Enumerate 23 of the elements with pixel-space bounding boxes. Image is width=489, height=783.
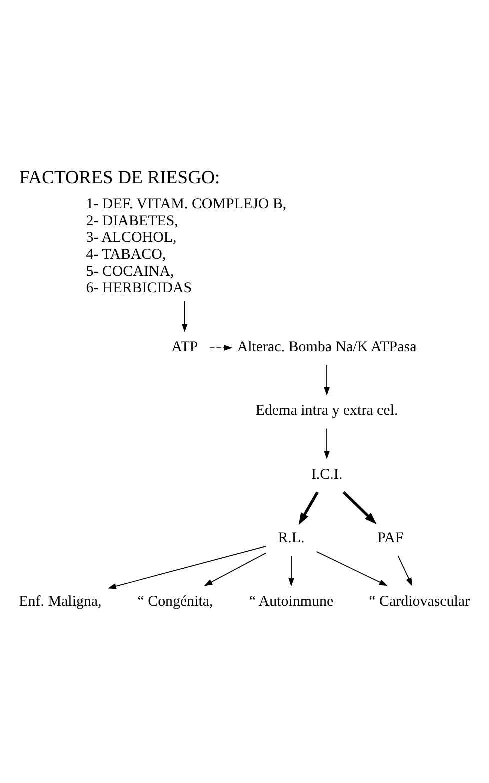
arrow <box>324 364 330 396</box>
node-text: PAF <box>378 530 404 546</box>
node-text: “ Autoinmune <box>249 593 334 610</box>
arrow <box>316 551 388 586</box>
node-text: R.L. <box>278 530 305 546</box>
node-text: “ Congénita, <box>138 593 214 610</box>
arrow <box>342 490 377 524</box>
arrow <box>288 555 294 586</box>
node-text: Edema intra y extra cel. <box>256 402 398 419</box>
node-text: Alterac. Bomba Na/K ATPasa <box>237 339 417 356</box>
arrow <box>204 552 267 586</box>
arrow <box>398 555 413 586</box>
node-text: “ Cardiovascular <box>369 593 470 610</box>
node-text: Enf. Maligna, <box>19 593 102 610</box>
arrow <box>108 546 267 589</box>
node-text: ATP <box>172 339 198 356</box>
arrow <box>324 428 330 459</box>
arrow <box>182 300 188 332</box>
node-text: I.C.I. <box>311 466 343 482</box>
arrow <box>298 491 319 525</box>
diagram-title: FACTORES DE RIESGO: <box>20 166 220 188</box>
node-text: 1- DEF. VITAM. COMPLEJO B, 2- DIABETES, 3- ALCOHOL, 4- TABACO, 5- COCAINA, 6- HERBICIDAS <box>86 196 287 296</box>
arrow <box>210 344 233 350</box>
